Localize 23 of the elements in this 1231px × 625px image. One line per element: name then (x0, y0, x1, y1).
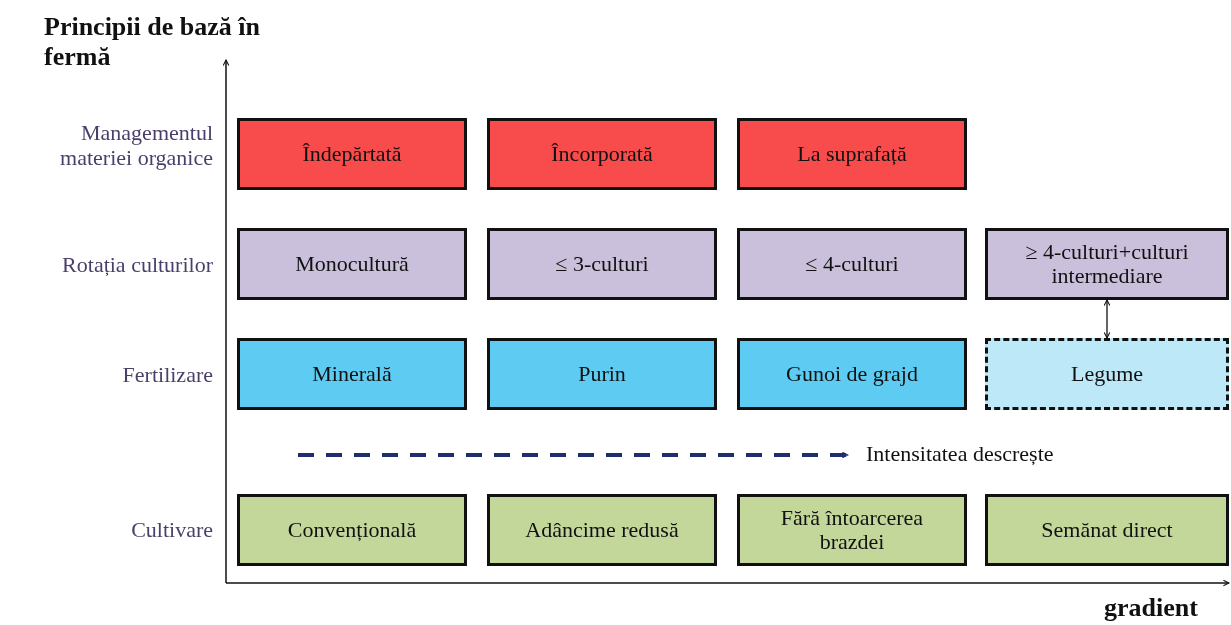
process-box: ≥ 4-culturi+culturi intermediare (985, 228, 1229, 300)
process-box: Îndepărtată (237, 118, 467, 190)
process-box: Legume (985, 338, 1229, 410)
process-box: Minerală (237, 338, 467, 410)
row-label: Cultivare (131, 517, 213, 543)
process-box: Convențională (237, 494, 467, 566)
double-arrow (1103, 299, 1111, 339)
process-box: ≤ 3-culturi (487, 228, 717, 300)
process-box: Fără întoarcerea brazdei (737, 494, 967, 566)
process-box: Purin (487, 338, 717, 410)
row-label: Managementul materiei organice (59, 120, 213, 171)
process-box: ≤ 4-culturi (737, 228, 967, 300)
process-box: Gunoi de grajd (737, 338, 967, 410)
process-box: Monocultură (237, 228, 467, 300)
process-box: Adâncime redusă (487, 494, 717, 566)
arrow-label: Intensitatea descrește (866, 441, 1054, 467)
axis-title: Principii de bază în fermă (44, 12, 261, 72)
process-box: Semănat direct (985, 494, 1229, 566)
row-label: Fertilizare (122, 362, 213, 388)
process-box: La suprafață (737, 118, 967, 190)
axis-title: gradient (1104, 593, 1198, 623)
row-label: Rotația culturilor (62, 252, 213, 278)
process-box: Încorporată (487, 118, 717, 190)
